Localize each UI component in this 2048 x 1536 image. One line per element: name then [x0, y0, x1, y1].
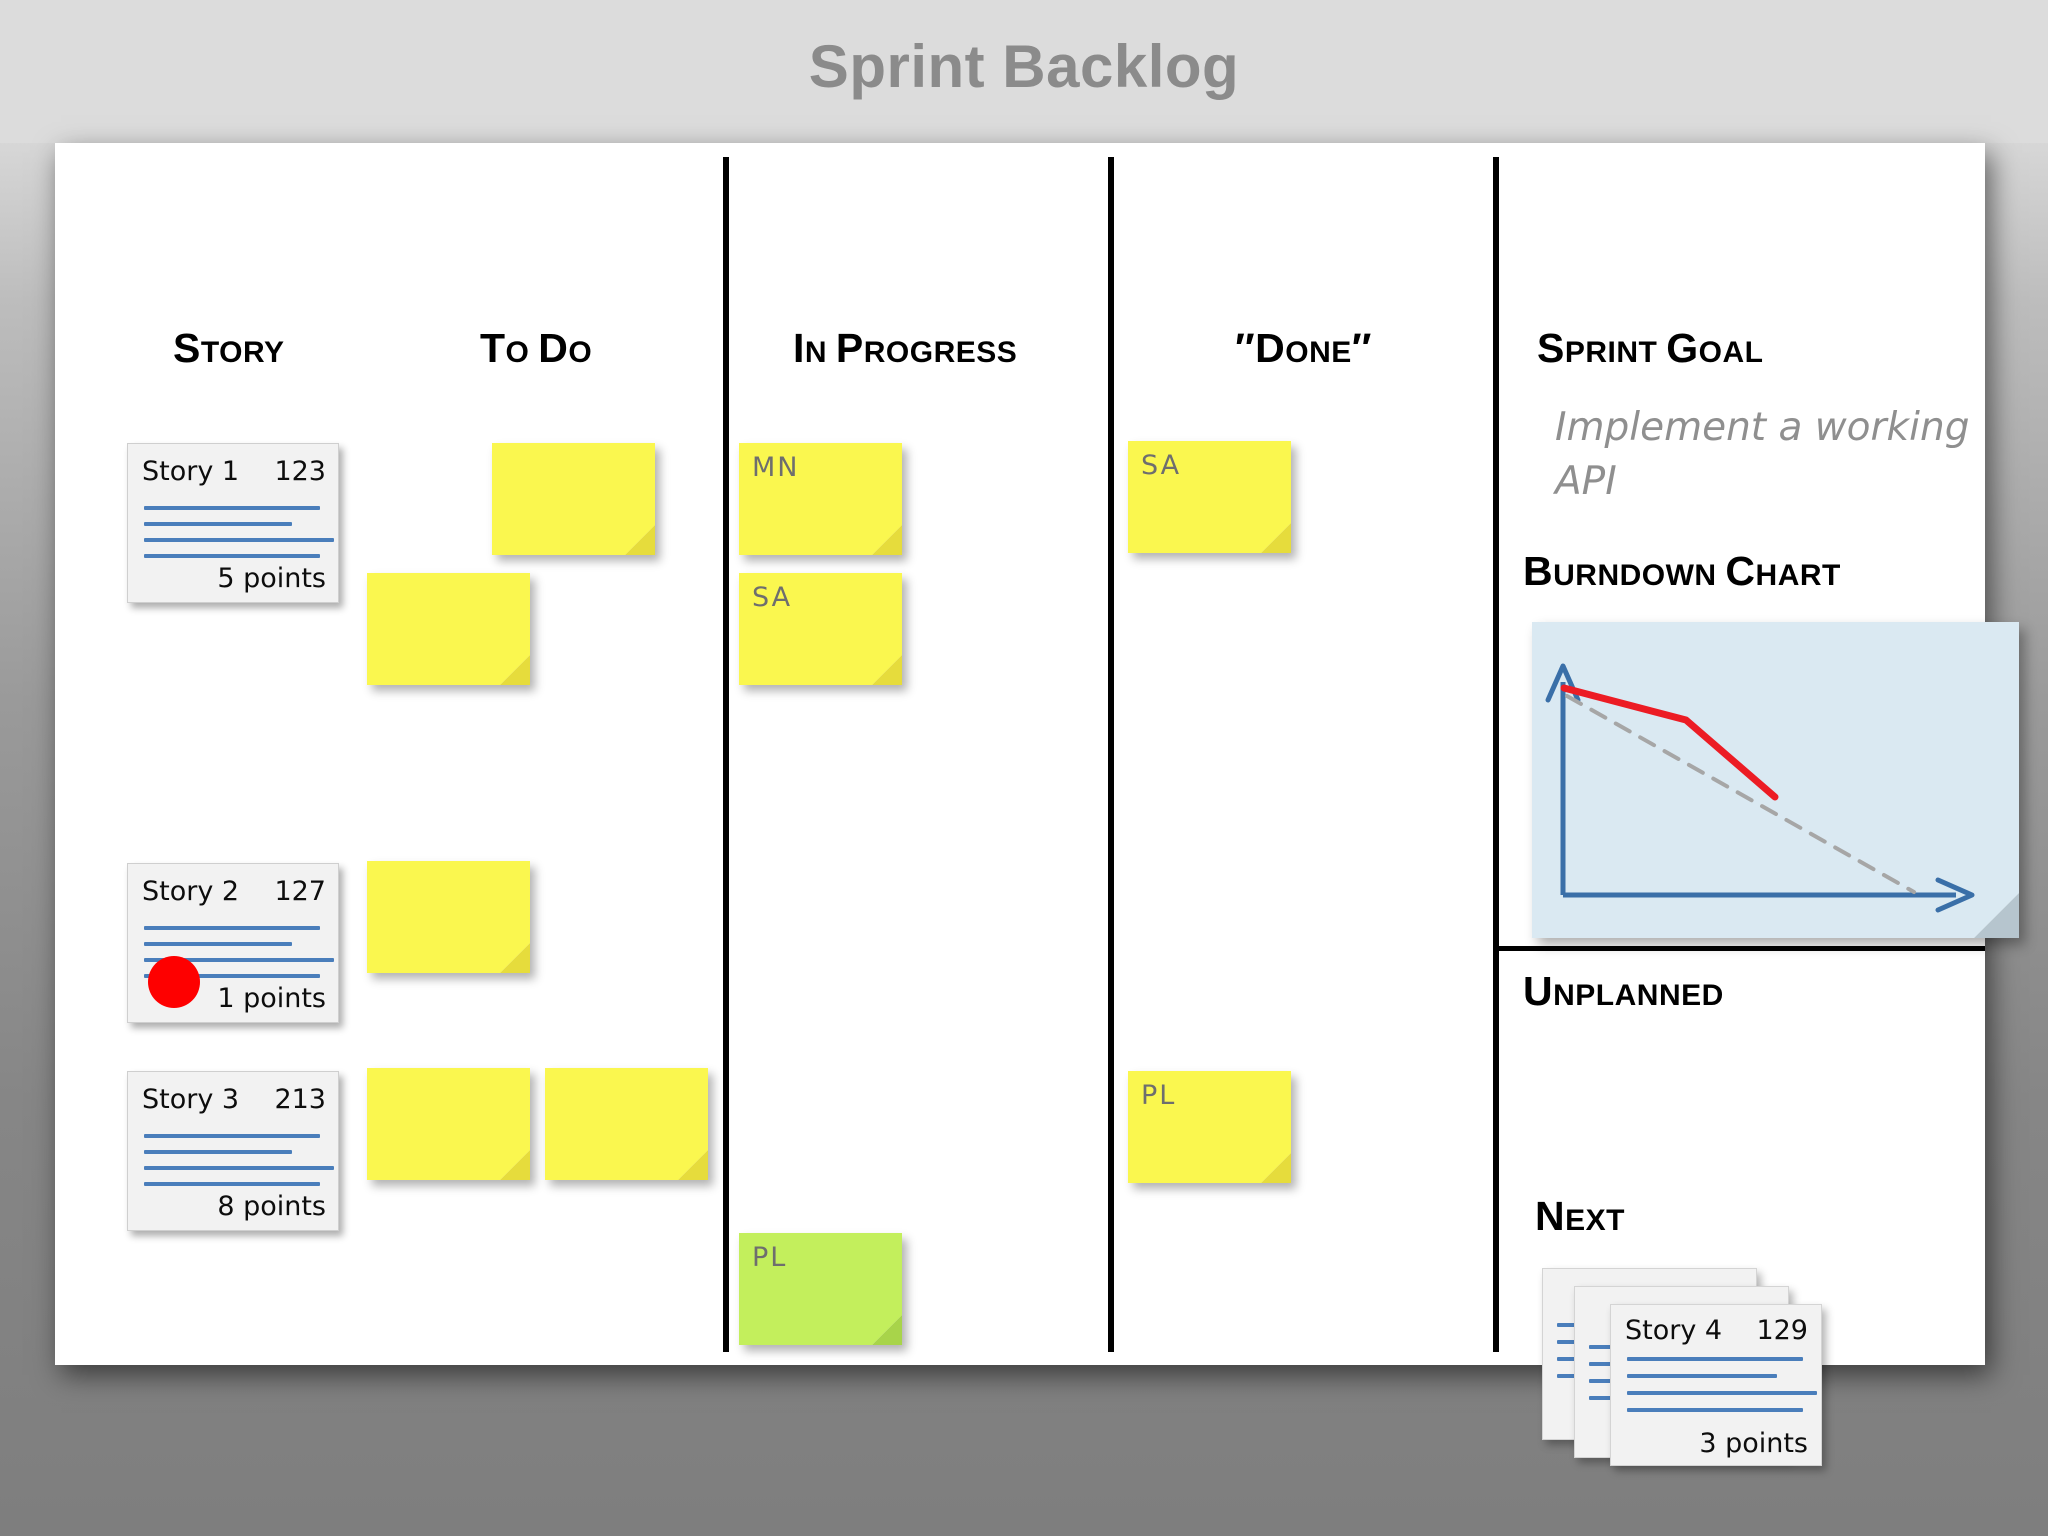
header-rest: NPLANNED — [1553, 979, 1724, 1012]
story-card-id: 127 — [274, 876, 326, 907]
quote-open: ″ — [1235, 325, 1256, 371]
page-title: Sprint Backlog — [808, 33, 1240, 100]
sticky-note[interactable] — [367, 1068, 530, 1180]
header-capital: U — [1523, 968, 1554, 1014]
header-rest: EXT — [1565, 1204, 1625, 1237]
section-header-unplanned: UNPLANNED — [1523, 968, 1724, 1015]
story-card-points: 1 points — [217, 983, 326, 1014]
column-divider-inprogress-done — [1108, 157, 1114, 1352]
sticky-note[interactable]: MN — [739, 443, 902, 555]
sticky-note[interactable]: PL — [739, 1233, 902, 1345]
note-fold-shade-icon — [678, 1150, 708, 1180]
story-card[interactable]: Story 1 123 5 points — [127, 443, 339, 603]
header-rest: O — [505, 336, 539, 369]
next-card-id: 129 — [1756, 1315, 1808, 1346]
header-rest: ONE — [1285, 336, 1352, 369]
story-card-title: Story 3 — [142, 1084, 240, 1115]
header-rest-2: OAL — [1698, 336, 1764, 369]
header-rest-2: HART — [1755, 559, 1841, 592]
header-capital: D — [1255, 325, 1286, 371]
header-capital-2: P — [835, 325, 864, 371]
sprint-goal-text: Implement a working API — [1555, 405, 1970, 504]
header-rest: PRINT — [1564, 336, 1667, 369]
sticky-note[interactable] — [545, 1068, 708, 1180]
story-card-lines — [144, 1134, 334, 1198]
note-fold-shade-icon — [1974, 893, 2019, 938]
sticky-note[interactable] — [367, 861, 530, 973]
chart-ideal-line — [1565, 694, 1916, 894]
chart-x-axis-arrow-icon — [1935, 877, 1975, 913]
burndown-chart-note[interactable] — [1532, 622, 2019, 938]
next-card-front[interactable]: Story 4 129 3 points — [1610, 1304, 1822, 1466]
next-card-title: Story 4 — [1625, 1315, 1723, 1346]
section-header-burndown-chart: BURNDOWN CHART — [1523, 548, 1841, 595]
story-card-lines — [144, 506, 334, 570]
title-bar — [0, 0, 2048, 143]
sticky-note-label: SA — [752, 582, 793, 613]
header-capital: T — [480, 325, 506, 371]
header-capital-2: G — [1666, 325, 1699, 371]
note-fold-shade-icon — [872, 525, 902, 555]
column-divider-todo-inprogress — [723, 157, 729, 1352]
note-fold-shade-icon — [500, 655, 530, 685]
section-header-next: NEXT — [1535, 1193, 1625, 1240]
next-card-stack: Story 4 129 3 points — [1542, 1268, 1842, 1468]
story-card-points: 8 points — [217, 1191, 326, 1222]
sticky-note-label: PL — [752, 1242, 788, 1273]
story-card-points: 5 points — [217, 563, 326, 594]
note-fold-shade-icon — [500, 1150, 530, 1180]
story-card-title: Story 2 — [142, 876, 240, 907]
header-rest: N — [804, 336, 836, 369]
scrum-board: STORY TO DO IN PROGRESS ″DONE″ SPRINT GO… — [55, 143, 2019, 1466]
sticky-note-label: SA — [1141, 450, 1182, 481]
sticky-note[interactable]: SA — [1128, 441, 1291, 553]
next-card-points: 3 points — [1699, 1428, 1808, 1459]
header-capital: B — [1523, 548, 1554, 594]
story-card-title: Story 1 — [142, 456, 240, 487]
column-header-story: STORY — [173, 325, 285, 372]
next-card-lines — [1627, 1357, 1817, 1425]
section-divider-burndown-unplanned — [1493, 946, 1985, 951]
sticky-note[interactable] — [492, 443, 655, 555]
quote-close: ″ — [1351, 325, 1372, 371]
note-fold-shade-icon — [500, 943, 530, 973]
sticky-note-label: PL — [1141, 1080, 1177, 1111]
header-rest: TORY — [200, 336, 285, 369]
column-header-todo: TO DO — [480, 325, 592, 372]
story-card-id: 213 — [274, 1084, 326, 1115]
story-card[interactable]: Story 2 127 1 points — [127, 863, 339, 1023]
story-card-lines — [144, 926, 334, 990]
note-fold-shade-icon — [1261, 1153, 1291, 1183]
note-fold-shade-icon — [872, 655, 902, 685]
header-capital: N — [1535, 1193, 1566, 1239]
header-capital: S — [173, 325, 201, 371]
blocker-dot-icon — [148, 956, 200, 1008]
header-rest-2: O — [568, 336, 593, 369]
sticky-note[interactable]: PL — [1128, 1071, 1291, 1183]
header-rest: URNDOWN — [1553, 559, 1726, 592]
note-fold-shade-icon — [625, 525, 655, 555]
column-header-done: ″DONE″ — [1235, 325, 1372, 372]
header-capital: S — [1537, 325, 1565, 371]
sticky-note-label: MN — [752, 452, 800, 483]
header-capital-2: C — [1725, 548, 1756, 594]
burndown-chart-svg — [1545, 663, 1975, 913]
story-card[interactable]: Story 3 213 8 points — [127, 1071, 339, 1231]
header-capital: I — [793, 325, 805, 371]
header-capital-2: D — [538, 325, 569, 371]
column-header-in-progress: IN PROGRESS — [793, 325, 1017, 372]
column-divider-done-sidebar — [1493, 157, 1499, 1352]
note-fold-shade-icon — [872, 1315, 902, 1345]
sticky-note[interactable]: SA — [739, 573, 902, 685]
story-card-id: 123 — [274, 456, 326, 487]
note-fold-shade-icon — [1261, 523, 1291, 553]
header-rest-2: ROGRESS — [863, 336, 1018, 369]
sticky-note[interactable] — [367, 573, 530, 685]
chart-actual-line — [1560, 684, 1779, 801]
section-header-sprint-goal: SPRINT GOAL — [1537, 325, 1763, 372]
